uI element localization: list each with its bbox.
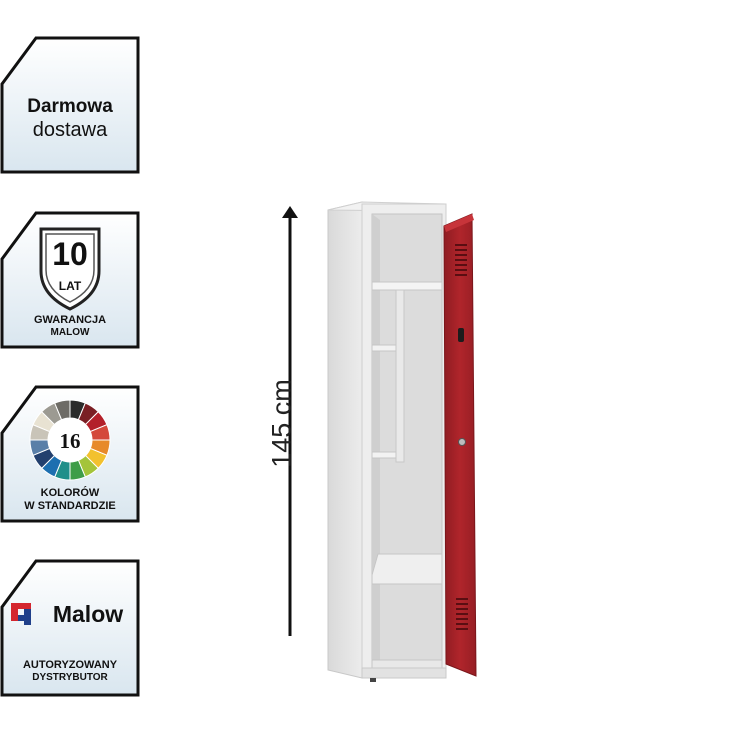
badge-frame	[0, 211, 140, 349]
locker-body	[327, 201, 447, 682]
colors-line2: W STANDARDZIE	[24, 500, 116, 512]
badge-frame	[0, 385, 140, 523]
distributor-brand: Malow	[52, 601, 124, 627]
shield-icon	[39, 227, 101, 311]
warranty-unit: LAT	[58, 279, 82, 293]
height-arrow	[282, 206, 298, 636]
distributor-badge: Malow AUTORYZOWANY DYSTRYBUTOR	[0, 559, 140, 697]
door-vents-top	[455, 244, 467, 276]
colors-badge: 16 KOLORÓW W STANDARDZIE	[0, 385, 140, 523]
height-label: 145 cm	[266, 379, 297, 468]
warranty-years: 10	[52, 236, 88, 272]
delivery-line2: dostawa	[32, 119, 108, 141]
door-vents-bottom	[456, 598, 468, 630]
free-delivery-badge: Darmowa dostawa	[0, 36, 140, 174]
distributor-line2: DYSTRYBUTOR	[32, 672, 108, 683]
colors-count: 16	[59, 429, 81, 453]
malow-logo-icon	[11, 603, 31, 625]
distributor-line1: AUTORYZOWANY	[22, 659, 118, 671]
color-wheel-center	[48, 418, 92, 462]
badge-frame	[0, 36, 140, 174]
warranty-line2: MALOW	[50, 327, 90, 338]
badge-frame	[0, 559, 140, 697]
colors-line1: KOLORÓW	[40, 487, 100, 499]
door-handle-icon	[458, 328, 464, 342]
locker-door	[443, 213, 477, 677]
lock-icon	[458, 438, 466, 446]
warranty-badge: 10 LAT GWARANCJA MALOW	[0, 211, 140, 349]
delivery-line1: Darmowa	[27, 96, 113, 117]
warranty-line1: GWARANCJA	[33, 314, 107, 326]
